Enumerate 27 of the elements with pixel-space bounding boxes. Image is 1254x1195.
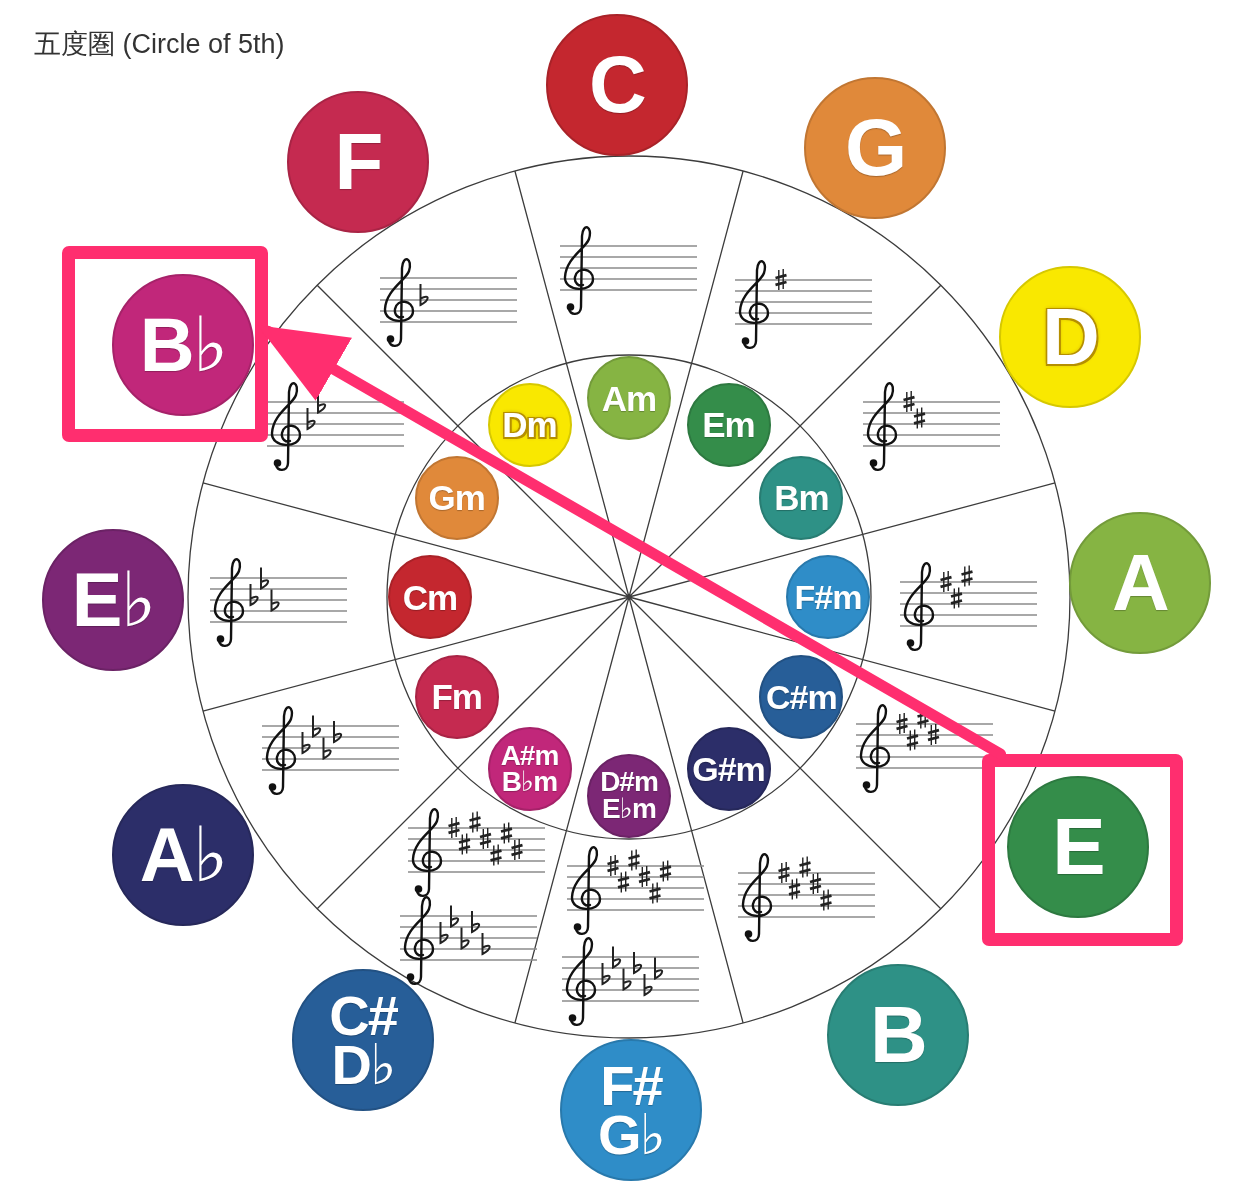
key-circle: C — [546, 14, 688, 156]
key-circle: C# D♭ — [292, 969, 434, 1111]
key-circle: D — [999, 266, 1141, 408]
key-circle: Fm — [414, 654, 499, 739]
key-circle: Dm — [487, 382, 572, 467]
key-circle: G — [804, 77, 946, 219]
key-circle: B♭ — [112, 274, 254, 416]
key-circle: B — [827, 964, 969, 1106]
key-circle: E — [1007, 776, 1149, 918]
key-circle: C#m — [759, 654, 844, 739]
key-circle: A#m B♭m — [487, 727, 572, 812]
highlight-box — [62, 246, 268, 442]
key-circle: Gm — [414, 455, 499, 540]
key-circle: G#m — [686, 727, 771, 812]
highlight-box — [982, 754, 1183, 946]
key-circle: F#m — [786, 555, 870, 639]
key-circle: D#m E♭m — [587, 754, 671, 838]
title: 五度圏 (Circle of 5th) — [34, 28, 285, 61]
key-circle: A♭ — [112, 784, 254, 926]
key-circle: Em — [686, 382, 771, 467]
key-circle: A — [1069, 512, 1211, 654]
key-circle: Am — [587, 356, 671, 440]
key-circle: Bm — [759, 455, 844, 540]
key-circle: F — [287, 91, 429, 233]
key-circle: E♭ — [42, 529, 184, 671]
key-circle: Cm — [388, 555, 472, 639]
key-circle: F# G♭ — [560, 1039, 702, 1181]
